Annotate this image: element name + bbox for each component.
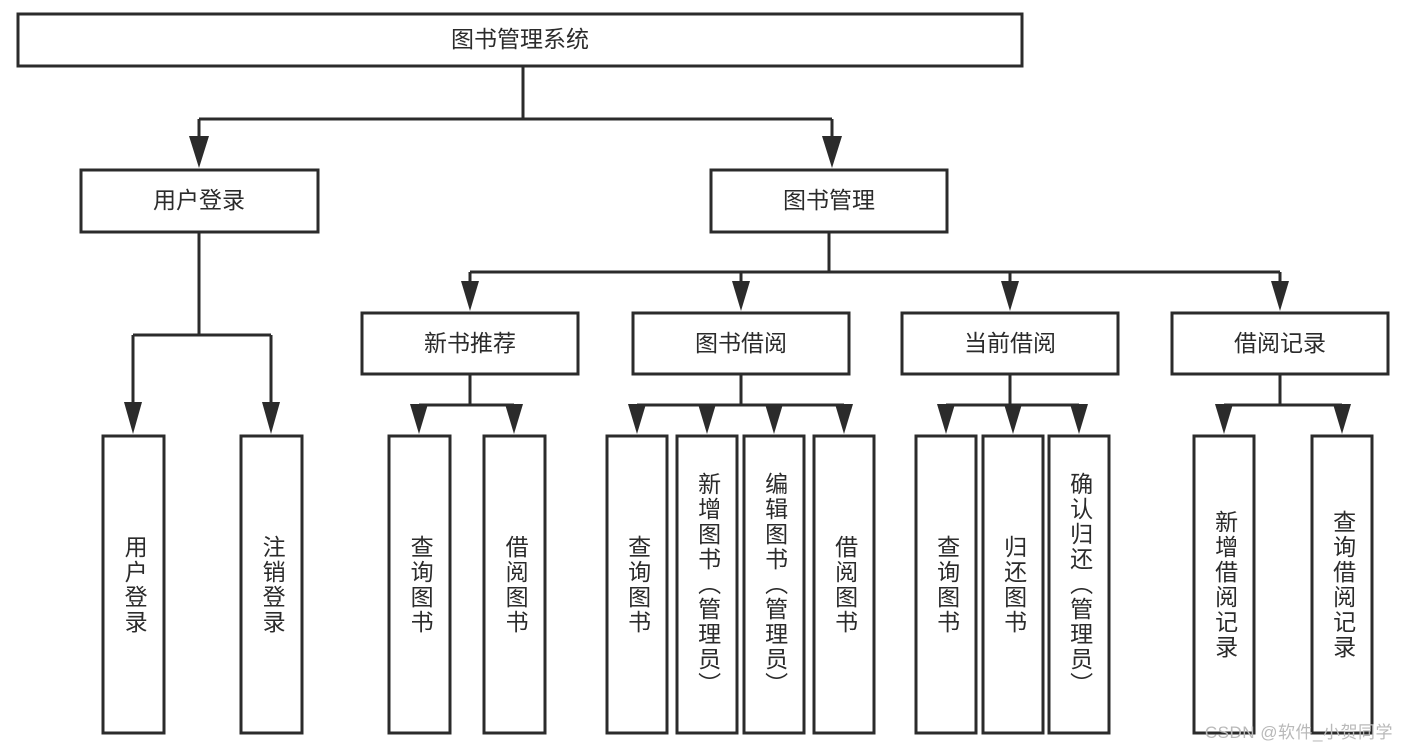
leaf-box-query-borrow-record[interactable] [1310, 434, 1374, 735]
node-book-manage-box[interactable] [709, 168, 949, 234]
node-book-borrow-box[interactable] [631, 311, 851, 376]
arrow-head-icon [262, 402, 280, 434]
node-book-manage[interactable]: 图书管理 [709, 168, 949, 234]
arrow-head-icon [835, 404, 853, 434]
node-new-book-recommend-label: 新书推荐 [424, 330, 516, 356]
connector-user-login-to-leaves [124, 232, 280, 434]
leaf-box-query-book-recommend[interactable] [387, 434, 452, 735]
node-root-label: 图书管理系统 [451, 26, 589, 52]
leaf-box-confirm-return-admin[interactable] [1047, 434, 1111, 735]
connector-current-borrow-to-leaves [937, 374, 1088, 434]
leaf-box-borrow-book-recommend[interactable] [482, 434, 547, 735]
node-borrow-record[interactable]: 借阅记录 [1170, 311, 1390, 376]
node-current-borrow-box[interactable] [900, 311, 1120, 376]
arrow-head-icon [765, 404, 783, 434]
node-book-borrow-label: 图书借阅 [695, 330, 787, 356]
leaf-box-user-login[interactable] [101, 434, 166, 735]
arrow-head-icon [461, 281, 479, 311]
leaf-box-edit-book-admin[interactable] [742, 434, 806, 735]
leaf-box-user-logout[interactable] [239, 434, 304, 735]
node-book-borrow[interactable]: 图书借阅 [631, 311, 851, 376]
node-book-manage-label: 图书管理 [783, 187, 875, 213]
arrow-head-icon [1004, 404, 1022, 434]
node-user-login[interactable]: 用户登录 [79, 168, 320, 234]
arrow-head-icon [410, 404, 428, 434]
leaf-box-query-book-borrow[interactable] [605, 434, 669, 735]
connector-borrow-record-to-leaves [1215, 374, 1351, 434]
arrow-head-icon [124, 402, 142, 434]
arrow-head-icon [698, 404, 716, 434]
leaf-box-add-book-admin[interactable] [675, 434, 739, 735]
node-borrow-record-box[interactable] [1170, 311, 1390, 376]
arrow-head-icon [1271, 281, 1289, 311]
connector-root-to-level1 [189, 66, 842, 168]
node-borrow-record-label: 借阅记录 [1234, 330, 1326, 356]
connector-new-book-recommend-to-leaves [410, 374, 523, 434]
leaf-box-add-borrow-record[interactable] [1192, 434, 1256, 735]
arrow-head-icon [1215, 404, 1233, 434]
connector-book-borrow-to-leaves [628, 374, 853, 434]
node-root[interactable]: 图书管理系统 [16, 12, 1024, 68]
node-new-book-recommend[interactable]: 新书推荐 [360, 311, 580, 376]
arrow-head-icon [732, 281, 750, 311]
arrow-head-icon [1333, 404, 1351, 434]
arrow-head-icon [1001, 281, 1019, 311]
node-new-book-recommend-box[interactable] [360, 311, 580, 376]
arrow-head-icon [1070, 404, 1088, 434]
node-current-borrow[interactable]: 当前借阅 [900, 311, 1120, 376]
arrow-head-icon [937, 404, 955, 434]
leaf-box-return-book[interactable] [981, 434, 1045, 735]
arrow-head-icon [822, 136, 842, 168]
arrow-head-icon [189, 136, 209, 168]
connector-book-manage-to-level2 [461, 232, 1289, 311]
arrow-head-icon [628, 404, 646, 434]
node-user-login-label: 用户登录 [153, 187, 245, 213]
node-current-borrow-label: 当前借阅 [964, 330, 1056, 356]
arrow-head-icon [505, 404, 523, 434]
leaf-box-query-book-current[interactable] [914, 434, 978, 735]
leaf-box-borrow-book[interactable] [812, 434, 876, 735]
node-root-box[interactable] [16, 12, 1024, 68]
